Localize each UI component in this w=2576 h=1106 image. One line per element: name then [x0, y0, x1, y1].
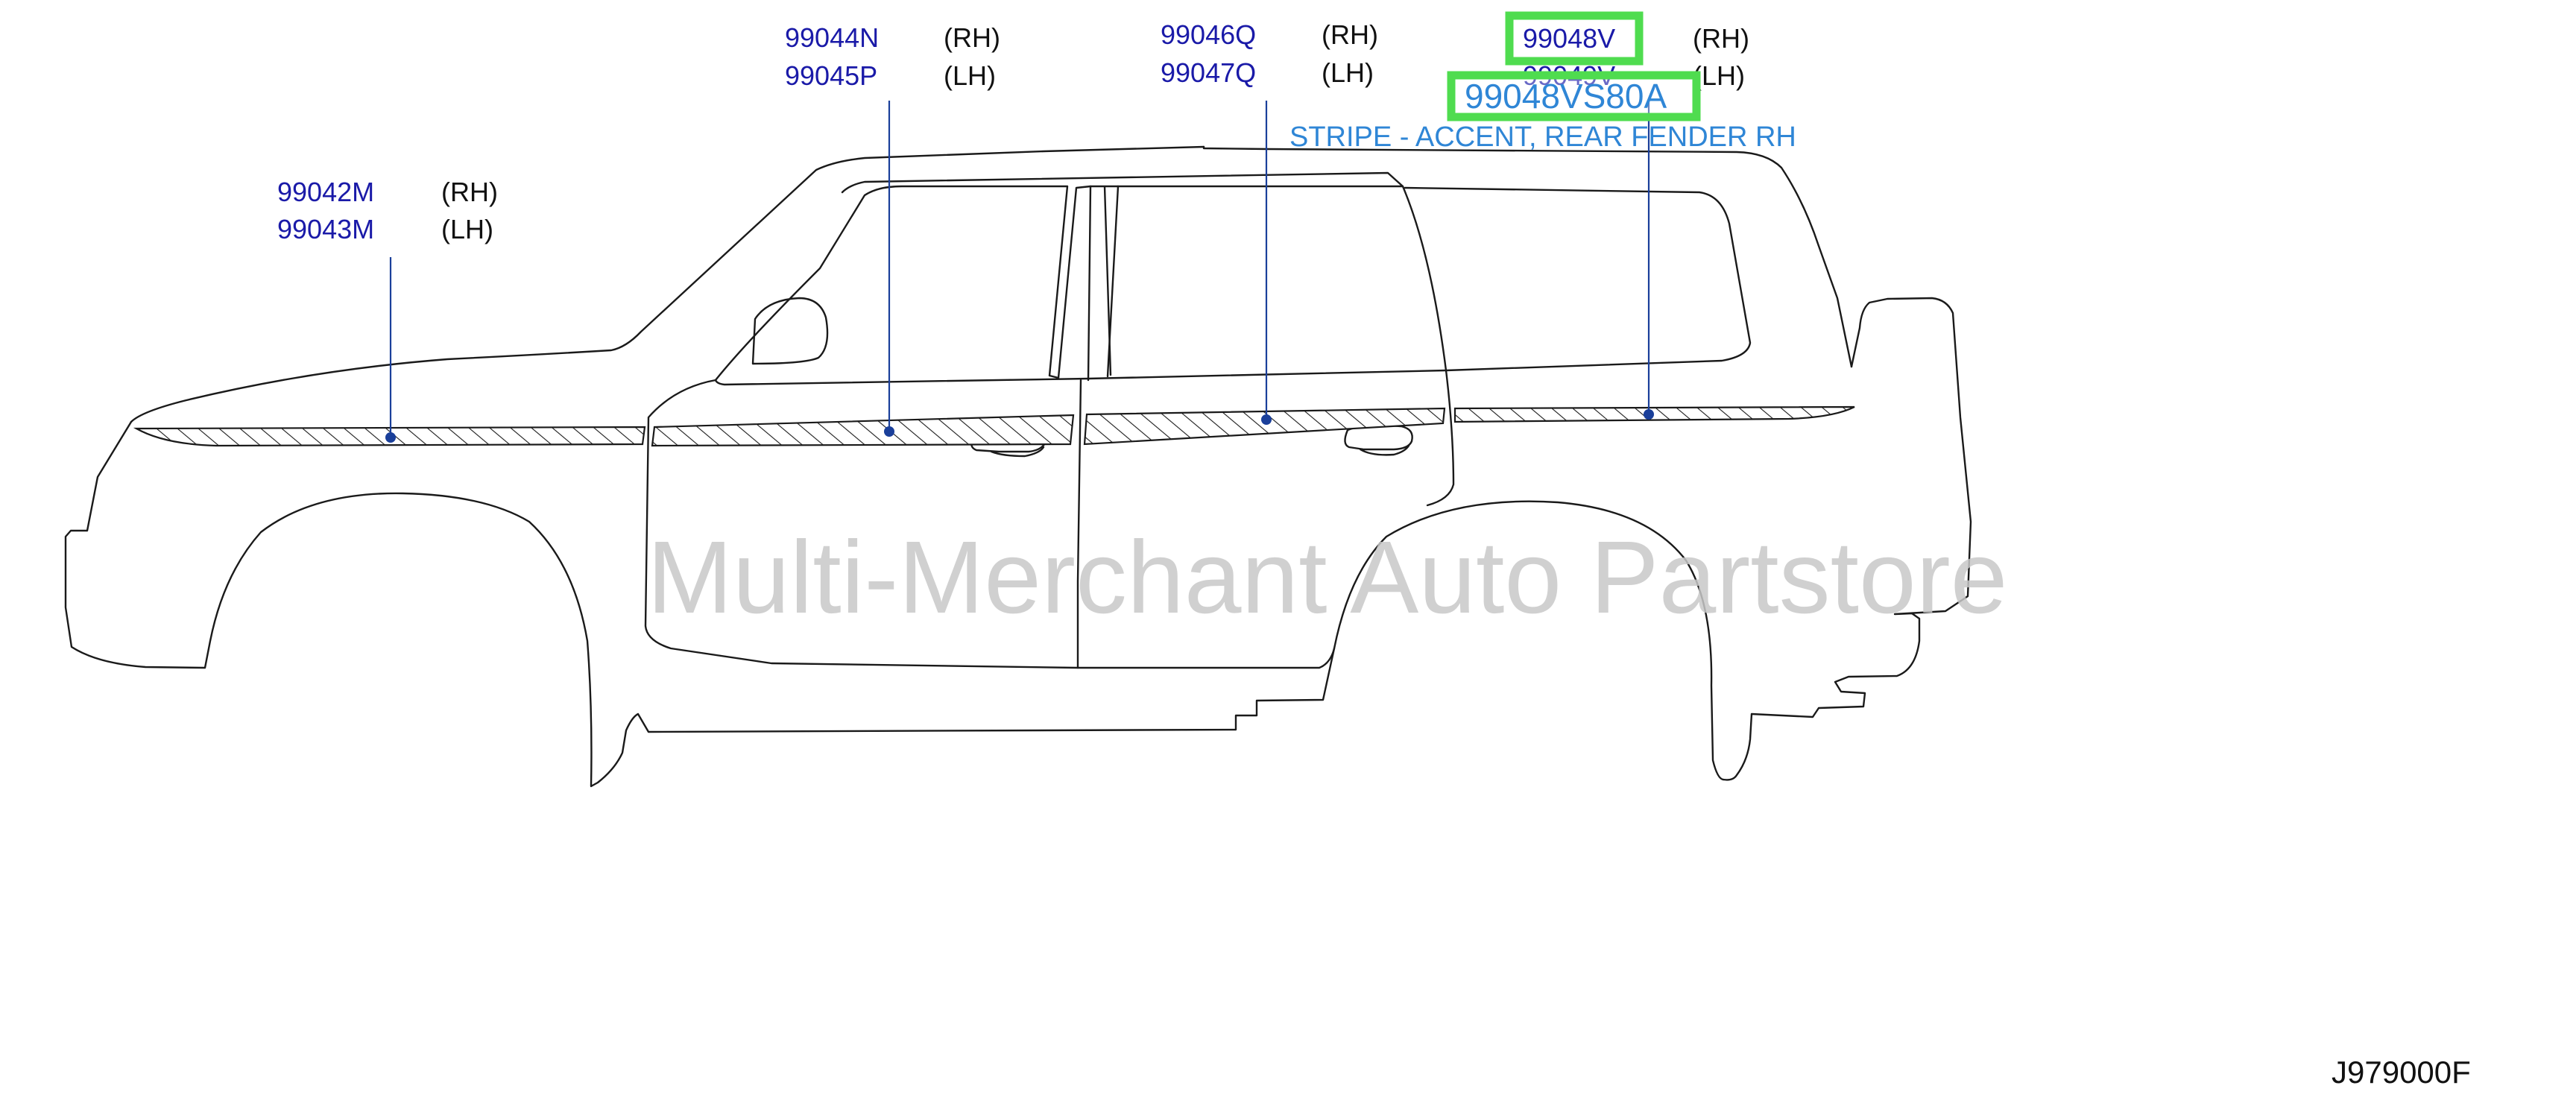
leader-lines — [385, 101, 1654, 443]
side-tag-lh: (LH) — [1693, 60, 1745, 91]
stripe-rear-fender[interactable] — [1453, 405, 1855, 423]
center-pillar — [841, 171, 1404, 382]
part-number-lh[interactable]: 99047Q — [1161, 57, 1256, 88]
side-tag-rh: (RH) — [1693, 23, 1749, 54]
watermark-text: Multi-Merchant Auto Partstore — [647, 520, 2007, 635]
part-number-lh[interactable]: 99043M — [277, 214, 374, 244]
side-tag-lh: (LH) — [441, 214, 493, 244]
selected-part-description: STRIPE - ACCENT, REAR FENDER RH — [1289, 121, 1796, 153]
stripe-front-door[interactable] — [651, 414, 1075, 447]
hood-outline — [130, 145, 1205, 423]
rear-door-handle — [1344, 424, 1413, 456]
part-number-rh[interactable]: 99048V — [1523, 23, 1615, 54]
highlight-box-part-number — [1505, 11, 1644, 66]
callout-rear-door: 99046Q (RH) 99047Q (LH) — [1161, 19, 1378, 88]
roof-outline — [1202, 145, 1853, 368]
part-number-rh[interactable]: 99044N — [785, 22, 879, 53]
rear-door-outline — [1076, 369, 1455, 669]
side-mirror — [751, 297, 829, 365]
belt-line — [714, 186, 1752, 386]
leader-dot-rear-door — [1261, 414, 1272, 425]
callout-front-fender: 99042M (RH) 99043M (LH) — [277, 177, 498, 244]
selected-part-backdrop — [1451, 75, 1696, 117]
rear-door-window — [1106, 185, 1448, 378]
side-tag-rh: (RH) — [1322, 19, 1378, 50]
side-tag-rh: (RH) — [441, 177, 498, 207]
callout-front-door: 99044N (RH) 99045P (LH) — [785, 22, 1000, 91]
part-number-rh[interactable]: 99046Q — [1161, 19, 1256, 50]
selected-part-number[interactable]: 99048VS80A — [1465, 77, 1667, 116]
front-body-outline — [64, 297, 1972, 788]
front-door-outline — [644, 379, 1082, 669]
side-tag-rh: (RH) — [944, 22, 1000, 53]
side-tag-lh: (LH) — [1322, 57, 1374, 88]
stripe-rear-door[interactable] — [1083, 407, 1446, 446]
diagram-code: J979000F — [2332, 1055, 2471, 1090]
leader-dot-front-fender — [385, 432, 396, 443]
part-number-rh[interactable]: 99042M — [277, 177, 374, 207]
selected-part-callout: 99048VS80A STRIPE - ACCENT, REAR FENDER … — [1289, 11, 1796, 153]
leader-dot-rear-fender — [1644, 409, 1654, 420]
highlight-box-selected-part — [1447, 71, 1701, 121]
front-door-window — [714, 185, 1092, 382]
side-tag-lh: (LH) — [944, 60, 996, 91]
part-number-lh[interactable]: 99045P — [785, 60, 877, 91]
leader-dot-front-door — [884, 426, 894, 437]
vehicle-outline — [64, 145, 1972, 788]
